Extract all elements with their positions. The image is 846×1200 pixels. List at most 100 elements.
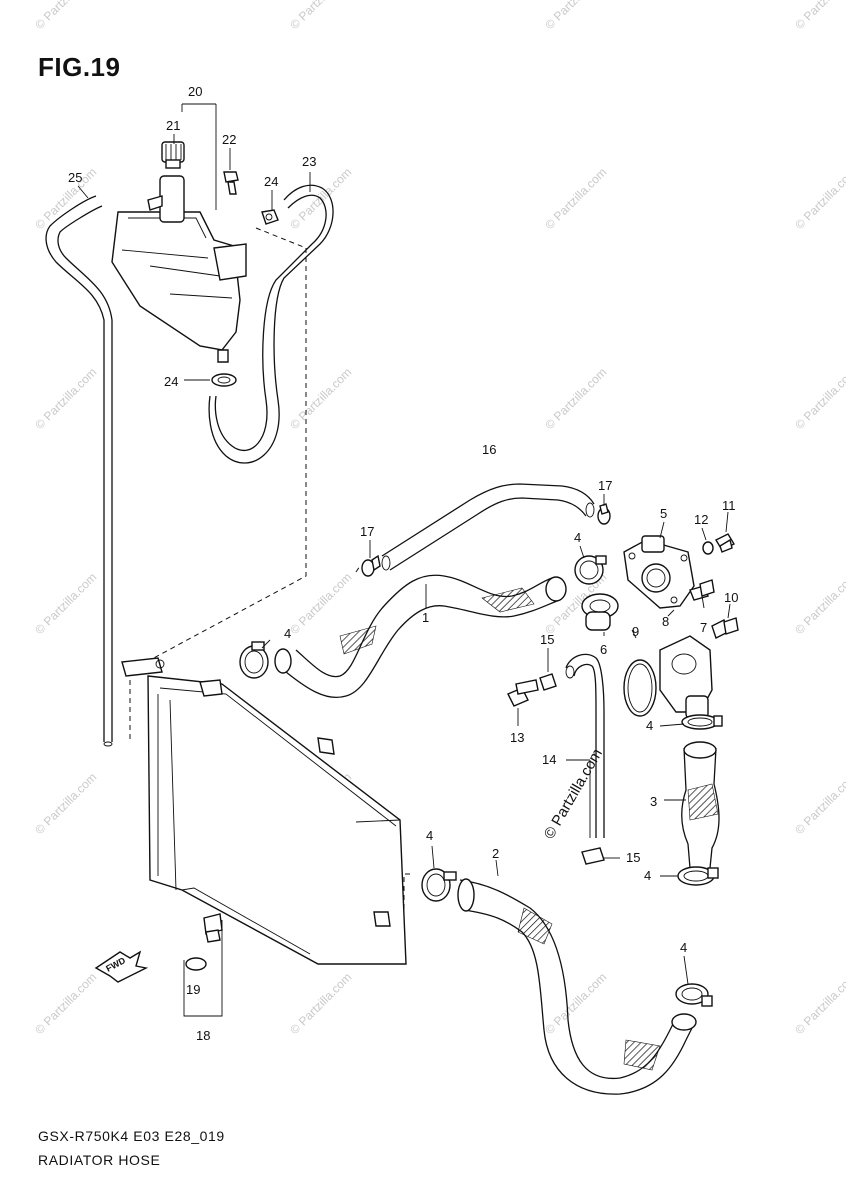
thermostat-housing-5	[623, 535, 695, 609]
hose-3	[681, 747, 691, 869]
hose-clamp-4d	[677, 866, 719, 886]
hose-end	[671, 1013, 697, 1031]
hose-end	[683, 741, 717, 759]
watermark: © Partzilla.com	[32, 365, 99, 432]
callout-19: 19	[186, 982, 200, 997]
callout-17-right: 17	[598, 478, 612, 493]
clamp-17-right	[597, 503, 611, 525]
hose-grip	[623, 1039, 661, 1071]
hose-clamp-4c	[681, 714, 723, 730]
overflow-hose-23	[214, 194, 327, 452]
clamp-17-left	[361, 554, 381, 577]
callout-24-lower: 24	[164, 374, 178, 389]
reservoir-tank	[111, 175, 247, 363]
drain-hose-25-inner	[57, 205, 113, 742]
reference-line	[355, 565, 361, 573]
temp-switch-18	[203, 913, 223, 943]
watermark: © Partzilla.com	[542, 0, 609, 32]
nut-24-top	[261, 209, 279, 225]
washer-12	[702, 541, 714, 555]
hose-grip	[339, 625, 377, 655]
callout-25: 25	[68, 170, 82, 185]
bolt-11	[715, 533, 735, 553]
leader-lines	[77, 103, 731, 985]
callout-4-hose3-bottom: 4	[644, 868, 651, 883]
reference-line	[149, 248, 307, 661]
callout-8: 8	[662, 614, 669, 629]
callout-7: 7	[700, 620, 707, 635]
forward-arrow: FWD	[94, 950, 149, 983]
hose-end	[457, 878, 475, 912]
hose-clamp-4e	[421, 868, 457, 902]
leader-bracket	[183, 920, 223, 1017]
hose-end	[585, 502, 595, 518]
figure-title: FIG.19	[38, 52, 121, 82]
watermark: © Partzilla.com	[287, 365, 354, 432]
watermark: © Partzilla.com	[32, 770, 99, 837]
hose-end	[565, 665, 575, 679]
callout-17-left: 17	[360, 524, 374, 539]
callout-10: 10	[724, 590, 738, 605]
hose-end	[274, 648, 292, 674]
hose-end	[381, 555, 391, 571]
bypass-hose-16	[381, 483, 595, 557]
watermark: © Partzilla.com	[32, 0, 99, 32]
upper-hose-1-inner	[285, 599, 561, 698]
callout-23: 23	[302, 154, 316, 169]
callout-4-upper-left: 4	[284, 626, 291, 641]
callout-4-lower-right: 4	[680, 940, 687, 955]
watermark: © Partzilla.com	[542, 365, 609, 432]
overflow-hose-23-inner	[208, 184, 334, 464]
bolt-7	[689, 579, 715, 601]
callouts: 20 21 22 23 24 25 24 16 17 17 11 5 12 4 …	[68, 84, 738, 1043]
o-ring-9	[623, 659, 657, 717]
drain-hose-25	[45, 195, 105, 742]
watermark: © Partzilla.com	[792, 570, 846, 637]
small-hose-14-inner	[573, 663, 597, 838]
hose-grip	[687, 783, 719, 821]
thermostat-cover-8	[659, 635, 713, 719]
bypass-hose-16-inner	[389, 497, 587, 571]
reservoir-cap	[161, 141, 185, 169]
clip-24-lower	[211, 373, 237, 387]
hose-grip	[481, 587, 535, 613]
callout-18: 18	[196, 1028, 210, 1043]
bolt-22	[223, 171, 239, 195]
watermark: © Partzilla.com	[32, 970, 99, 1037]
callout-2: 2	[492, 846, 499, 861]
clamp-15-bottom	[581, 847, 605, 865]
callout-20: 20	[188, 84, 202, 99]
watermark: © Partzilla.com	[792, 365, 846, 432]
hose-clamp-4b	[239, 641, 269, 679]
hose-grip	[517, 907, 553, 945]
watermark: © Partzilla.com	[792, 770, 846, 837]
diagram-name: RADIATOR HOSE	[38, 1152, 161, 1168]
hose-end	[545, 576, 567, 602]
callout-11: 11	[722, 498, 736, 513]
callout-24-top: 24	[264, 174, 278, 189]
o-ring-19	[185, 957, 207, 971]
thermostat-6	[581, 593, 619, 631]
callout-4-lower-left: 4	[426, 828, 433, 843]
callout-6: 6	[600, 642, 607, 657]
callout-16: 16	[482, 442, 496, 457]
hose-end	[103, 741, 113, 747]
callout-3: 3	[650, 794, 657, 809]
lower-hose-2	[459, 879, 677, 1080]
hose-clamp-4a	[574, 555, 607, 585]
lower-hose-2-inner	[463, 909, 693, 1095]
callout-4-thermo: 4	[574, 530, 581, 545]
clamp-15-top	[539, 673, 557, 691]
callout-21: 21	[166, 118, 180, 133]
radiator	[121, 657, 407, 965]
watermark: © Partzilla.com	[287, 570, 354, 637]
fitting-13	[507, 679, 539, 707]
hose-3-inner	[709, 747, 720, 869]
callout-15-bottom: 15	[626, 850, 640, 865]
callout-22: 22	[222, 132, 236, 147]
watermark: © Partzilla.com	[287, 970, 354, 1037]
watermark: © Partzilla.com	[32, 570, 99, 637]
watermark: © Partzilla.com	[792, 970, 846, 1037]
watermark: © Partzilla.com	[542, 970, 609, 1037]
